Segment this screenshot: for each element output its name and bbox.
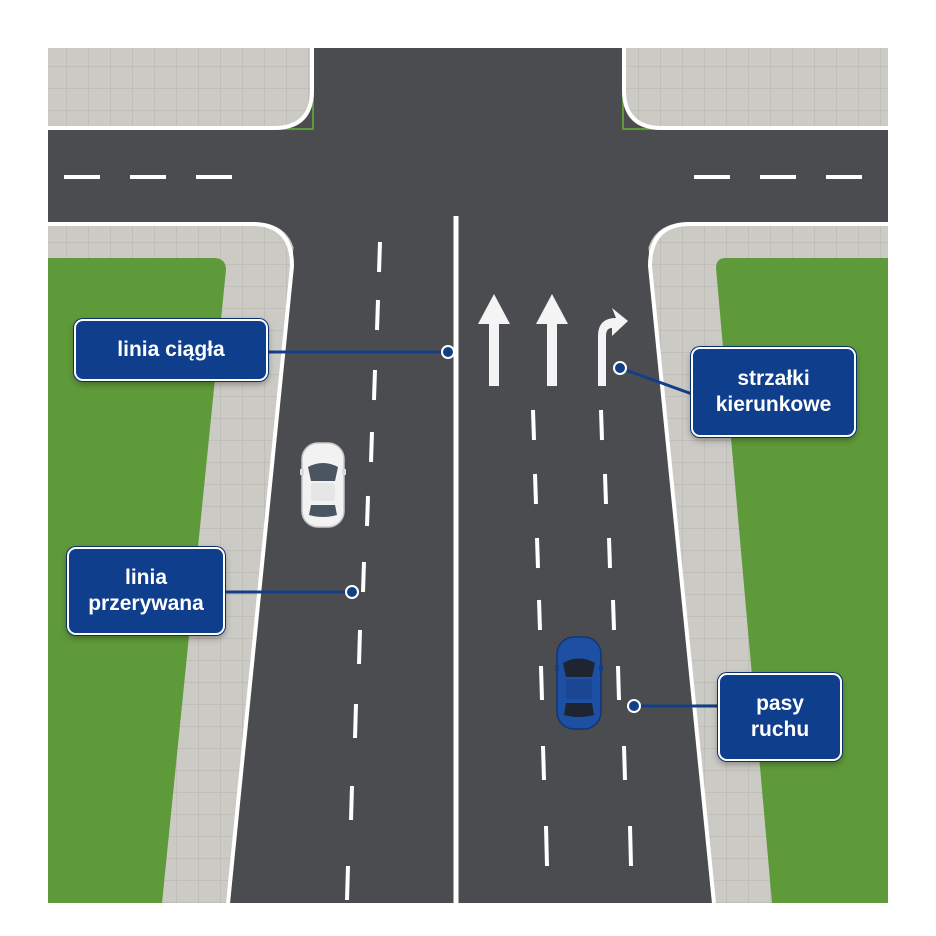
label-solid-line: linia ciągła xyxy=(74,319,268,381)
dashed-line-left xyxy=(345,241,382,901)
blue-car-icon xyxy=(555,636,603,730)
label-direction-arrows: strzałki kierunkowe xyxy=(691,347,856,437)
label-solid-line-text: linia ciągła xyxy=(117,338,225,361)
label-traffic-lanes-text-1: pasy xyxy=(756,692,804,715)
label-traffic-lanes-text-2: ruchu xyxy=(750,718,810,741)
label-direction-arrows-text-1: strzałki xyxy=(737,367,810,390)
label-dashed-line: linia przerywana xyxy=(67,547,225,635)
white-car-icon xyxy=(300,442,346,528)
arrow-straight-icon xyxy=(478,294,510,386)
leader-dots xyxy=(345,345,641,713)
label-traffic-lanes: pasy ruchu xyxy=(718,673,842,761)
direction-arrows xyxy=(478,294,628,386)
arrow-right-turn-icon xyxy=(598,308,628,386)
edge-lines xyxy=(48,48,888,903)
asphalt xyxy=(48,48,888,903)
leader-lines xyxy=(224,350,718,708)
dashed-lane-lines-right xyxy=(531,409,633,867)
arrow-straight-icon xyxy=(536,294,568,386)
label-dashed-line-text-2: przerywana xyxy=(88,592,204,615)
label-direction-arrows-text-2: kierunkowe xyxy=(715,393,832,416)
label-dashed-line-text-1: linia xyxy=(124,566,167,589)
